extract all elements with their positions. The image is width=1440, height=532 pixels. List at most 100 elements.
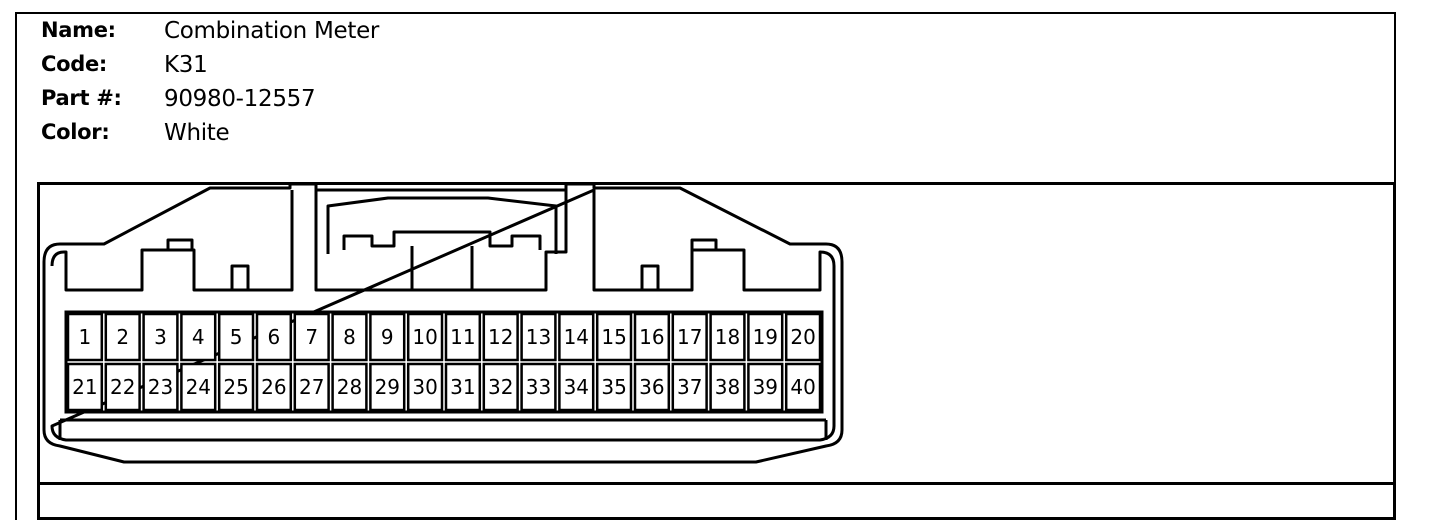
connector-diagram-box: [37, 182, 1396, 520]
pin-cell-24: [180, 362, 217, 412]
pin-label-30: 30: [412, 375, 437, 399]
pin-label-14: 14: [564, 325, 589, 349]
pin-cell-38: [709, 362, 746, 412]
pin-cell-36: [633, 362, 671, 412]
pin-cell-15: [595, 312, 633, 362]
pin-label-31: 31: [450, 375, 475, 399]
pin-label-21: 21: [72, 375, 97, 399]
pin-label-27: 27: [299, 375, 324, 399]
pin-cell-32: [482, 362, 519, 412]
pin-cell-4: [180, 312, 217, 362]
pin-label-28: 28: [337, 375, 362, 399]
latch-tab: [342, 230, 542, 250]
pin-label-6: 6: [268, 325, 281, 349]
pin-label-33: 33: [526, 375, 551, 399]
pin-label-37: 37: [677, 375, 702, 399]
pin-label-1: 1: [79, 325, 92, 349]
pin-cell-40: [784, 362, 822, 412]
pin-label-19: 19: [753, 325, 778, 349]
pin-cell-18: [709, 312, 746, 362]
pin-cell-35: [595, 362, 633, 412]
pin-label-36: 36: [639, 375, 664, 399]
pin-label-9: 9: [381, 325, 394, 349]
frame-left-border: [15, 12, 17, 520]
pin-label-15: 15: [601, 325, 626, 349]
pin-cell-25: [217, 362, 255, 412]
pin-cell-22: [104, 362, 141, 412]
code-label: Code:: [41, 52, 108, 76]
pin-label-32: 32: [488, 375, 513, 399]
pin-cell-21: [66, 362, 104, 412]
pin-cell-17: [671, 312, 708, 362]
pin-cell-8: [331, 312, 368, 362]
pin-grid-border: [64, 310, 824, 414]
connector-housing-inner: [50, 188, 836, 442]
pin-label-40: 40: [790, 375, 815, 399]
color-label: Color:: [41, 120, 110, 144]
pin-cell-10: [406, 312, 444, 362]
pin-label-8: 8: [343, 325, 356, 349]
pin-cell-16: [633, 312, 671, 362]
pin-cell-20: [784, 312, 822, 362]
latch-lock: [410, 246, 474, 290]
pin-cell-26: [255, 362, 293, 412]
pin-label-16: 16: [639, 325, 664, 349]
pin-cell-30: [406, 362, 444, 412]
pin-cell-39: [747, 362, 784, 412]
code-value: K31: [164, 52, 208, 78]
key-bump-right-top: [690, 238, 718, 252]
pin-label-5: 5: [230, 325, 243, 349]
pin-cell-5: [217, 312, 255, 362]
connector-bottom-lip: [58, 418, 828, 440]
pin-label-12: 12: [488, 325, 513, 349]
pin-label-35: 35: [601, 375, 626, 399]
pin-label-29: 29: [375, 375, 400, 399]
key-bump-left-top: [166, 238, 194, 252]
pin-label-39: 39: [753, 375, 778, 399]
pin-cell-31: [444, 362, 482, 412]
pin-cell-29: [369, 362, 406, 412]
pin-cell-1: [66, 312, 104, 362]
diagram-bottom-divider: [37, 482, 1396, 485]
pin-cell-33: [520, 362, 557, 412]
connector-housing-outline: [42, 182, 844, 464]
pin-label-38: 38: [715, 375, 740, 399]
color-value: White: [164, 120, 230, 146]
pin-cell-6: [255, 312, 293, 362]
pin-cell-3: [142, 312, 179, 362]
part-value: 90980-12557: [164, 86, 316, 112]
pin-label-17: 17: [677, 325, 702, 349]
pin-label-24: 24: [186, 375, 211, 399]
pin-label-22: 22: [110, 375, 135, 399]
pin-cell-7: [293, 312, 330, 362]
pin-cell-14: [558, 312, 595, 362]
pin-cell-9: [369, 312, 406, 362]
pin-cell-23: [142, 362, 179, 412]
name-value: Combination Meter: [164, 18, 380, 44]
pin-cell-11: [444, 312, 482, 362]
pin-label-18: 18: [715, 325, 740, 349]
connector-latch: [326, 196, 558, 254]
pin-label-25: 25: [223, 375, 248, 399]
pin-label-3: 3: [154, 325, 167, 349]
pin-label-2: 2: [116, 325, 129, 349]
pin-cell-19: [747, 312, 784, 362]
pin-cell-28: [331, 362, 368, 412]
pin-label-10: 10: [412, 325, 437, 349]
pin-cell-13: [520, 312, 557, 362]
part-label: Part #:: [41, 86, 122, 110]
pin-label-11: 11: [450, 325, 475, 349]
pin-cell-37: [671, 362, 708, 412]
pin-cell-2: [104, 312, 141, 362]
pin-label-4: 4: [192, 325, 205, 349]
key-bump-right-slot: [640, 264, 660, 292]
pin-cell-12: [482, 312, 519, 362]
key-bump-left-slot: [230, 264, 250, 292]
pin-label-20: 20: [790, 325, 815, 349]
pin-label-13: 13: [526, 325, 551, 349]
pin-label-26: 26: [261, 375, 286, 399]
pin-cell-34: [558, 362, 595, 412]
name-label: Name:: [41, 18, 116, 42]
